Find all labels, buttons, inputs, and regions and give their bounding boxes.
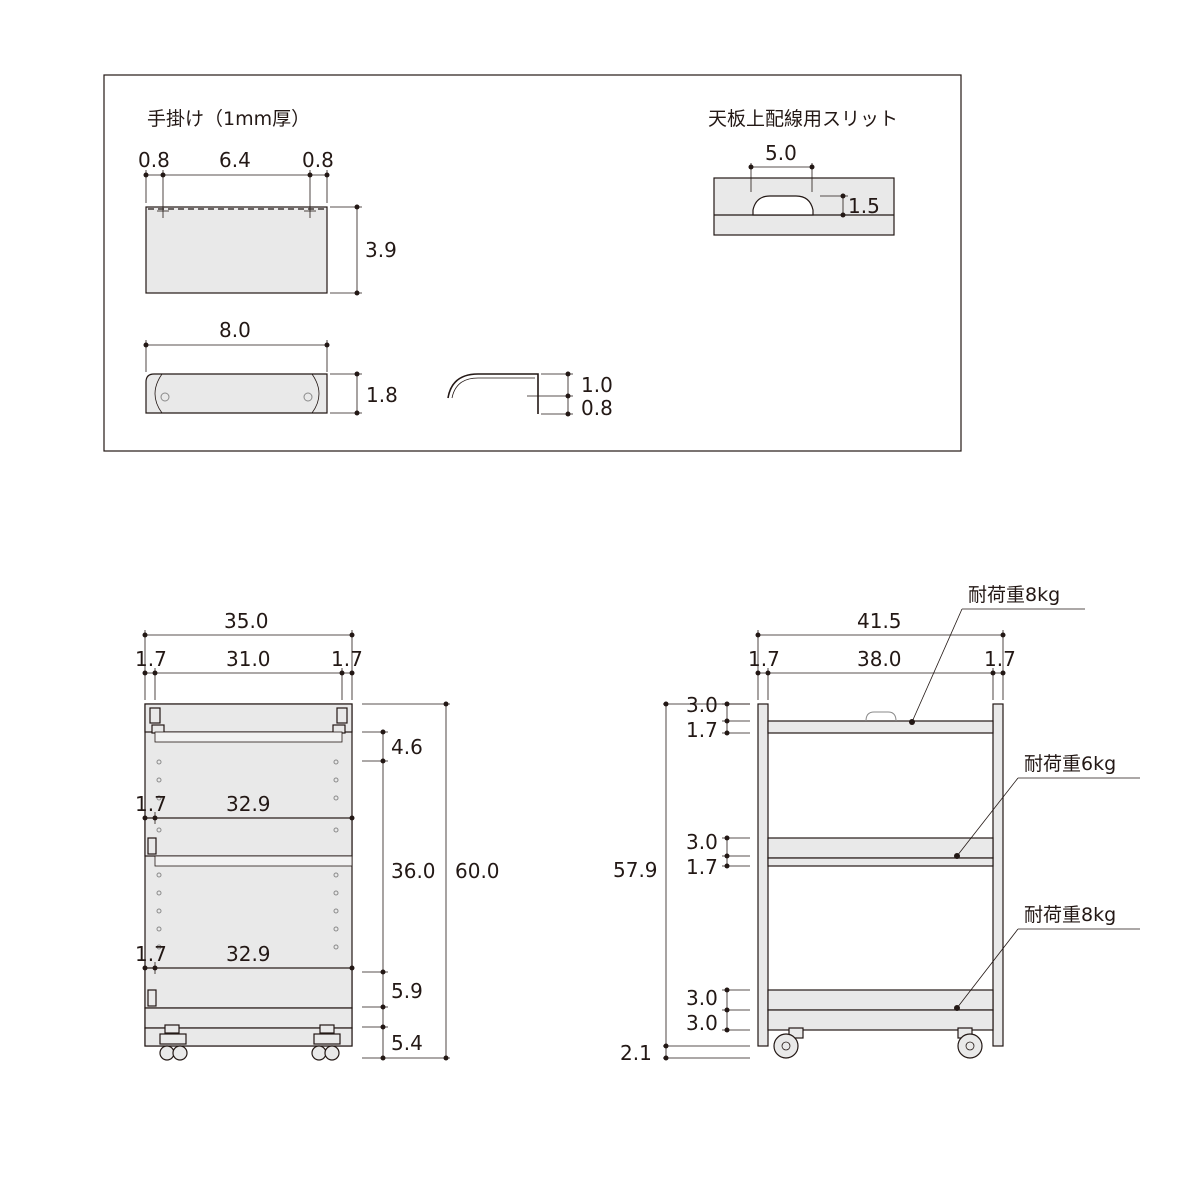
- slit-detail: 5.0 1.5: [713, 141, 895, 236]
- load-label-top: 耐荷重8kg: [909, 584, 1085, 725]
- handle-title: 手掛け（1mm厚）: [147, 108, 310, 130]
- handle-front-plate: [145, 206, 328, 294]
- handle-front-dim-right: 0.8: [302, 148, 334, 172]
- front-caster-left: [159, 1024, 188, 1061]
- side-view: 41.5 1.7 38.0 1.7: [613, 584, 1140, 1065]
- front-shelf-lower-left: 1.7: [135, 942, 167, 966]
- side-slit-mark: [865, 711, 897, 722]
- side-right: 1.7: [984, 647, 1016, 671]
- side-shelf2-dim-a: 3.0: [686, 830, 718, 854]
- front-shelf-upper: [144, 817, 353, 857]
- side-inner-width: 38.0: [857, 647, 902, 671]
- front-top-board: [144, 703, 353, 733]
- load-label-mid: 耐荷重6kg: [954, 753, 1140, 859]
- slit-width: 5.0: [765, 141, 797, 165]
- handle-profile-view: 1.0 0.8: [447, 371, 613, 420]
- front-shelf-lower: [144, 967, 353, 1009]
- slit-depth: 1.5: [848, 194, 880, 218]
- handle-front-view: 0.8 6.4 0.8 3.9: [138, 148, 397, 296]
- side-total-width: 41.5: [857, 609, 902, 633]
- side-shelf1-dim-a: 3.0: [686, 693, 718, 717]
- shelf-peg-holes: [156, 759, 339, 950]
- detail-frame: [103, 74, 962, 452]
- front-view: 35.0 1.7 31.0 1.7: [135, 609, 500, 1061]
- front-inner-width: 31.0: [226, 647, 271, 671]
- screw-hole-icon: [303, 392, 313, 402]
- side-leg-right: [992, 703, 1004, 1047]
- side-total-height: 57.9: [613, 858, 658, 882]
- handle-front-dim-left: 0.8: [138, 148, 170, 172]
- side-shelf3-dim-a: 3.0: [686, 986, 718, 1010]
- front-shelf-upper-left: 1.7: [135, 792, 167, 816]
- front-gap-low: 5.9: [391, 979, 423, 1003]
- side-shelf1-dim-b: 1.7: [686, 718, 718, 742]
- side-caster-left: [773, 1027, 804, 1059]
- front-gap-base: 5.4: [391, 1031, 423, 1055]
- load-label-bottom: 耐荷重8kg: [954, 904, 1140, 1011]
- handle-profile-line: [447, 373, 539, 414]
- side-caster-right: [957, 1027, 983, 1059]
- front-total-width: 35.0: [224, 609, 269, 633]
- side-shelf3-dim-b: 3.0: [686, 1011, 718, 1035]
- front-gap-top: 4.6: [391, 735, 423, 759]
- load-bottom-text: 耐荷重8kg: [1024, 904, 1116, 926]
- handle-top-view: 8.0 1.8: [143, 318, 398, 416]
- handle-top-plate: [145, 373, 328, 414]
- side-shelf-top: [767, 720, 994, 734]
- front-side-left: 1.7: [135, 647, 167, 671]
- side-base-gap: 2.1: [620, 1041, 652, 1065]
- front-total-height: 60.0: [455, 859, 500, 883]
- front-side-right: 1.7: [331, 647, 363, 671]
- front-shelf-lower-width: 32.9: [226, 942, 271, 966]
- handle-top-height: 1.8: [366, 383, 398, 407]
- handle-front-dim-center: 6.4: [219, 148, 251, 172]
- side-left: 1.7: [748, 647, 780, 671]
- front-caster-right: [311, 1024, 341, 1061]
- handle-front-height: 3.9: [365, 238, 397, 262]
- handle-top-width: 8.0: [219, 318, 251, 342]
- slit-opening: [752, 195, 814, 216]
- side-shelf2-dim-b: 1.7: [686, 855, 718, 879]
- handle-profile-dim-bottom: 0.8: [581, 396, 613, 420]
- load-top-text: 耐荷重8kg: [968, 584, 1060, 606]
- front-shelf-upper-width: 32.9: [226, 792, 271, 816]
- front-gap-mid: 36.0: [391, 859, 436, 883]
- handle-profile-dim-top: 1.0: [581, 373, 613, 397]
- slit-title: 天板上配線用スリット: [708, 108, 898, 130]
- screw-hole-icon: [160, 392, 170, 402]
- load-mid-text: 耐荷重6kg: [1024, 753, 1116, 775]
- side-leg-left: [757, 703, 769, 1047]
